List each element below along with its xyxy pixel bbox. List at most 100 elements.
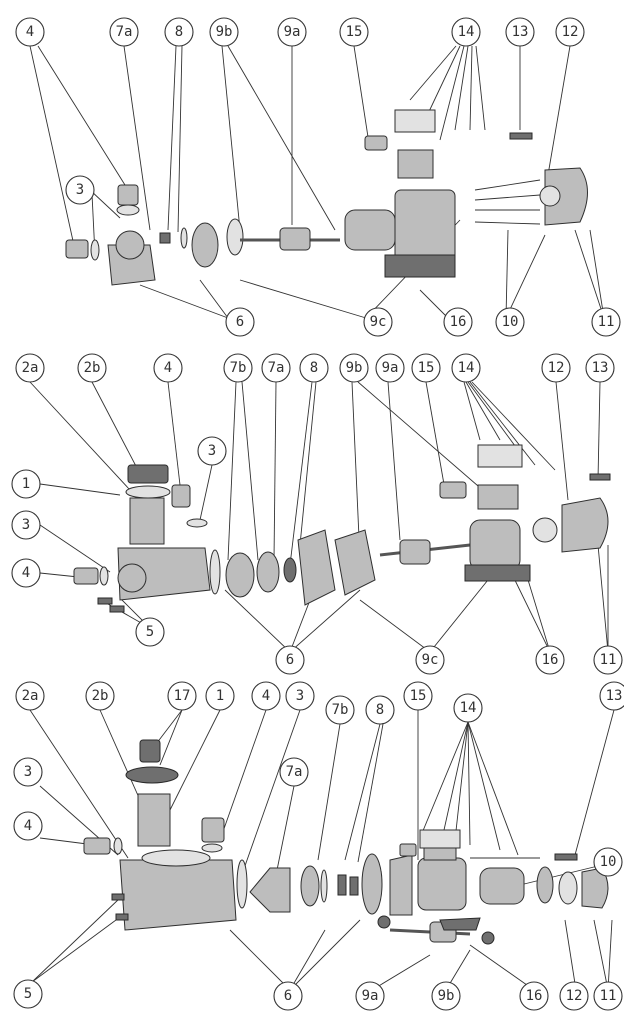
o-ring-left-mid: [99, 566, 109, 586]
o-ring-left-bottom: [113, 837, 123, 855]
callouts-top: 4 7a 8 9b 9a 15 14 13 12 3 6 9c 16 10 11: [15, 17, 621, 337]
callout-label: 11: [600, 988, 617, 1004]
callout-label: 10: [600, 854, 617, 870]
callout-circle: 7a: [279, 757, 309, 787]
callout-circle: 2a: [15, 681, 45, 711]
motor-bell: [344, 209, 396, 251]
callout-label: 8: [175, 24, 183, 40]
parts-top: [65, 109, 588, 286]
diffuser-mid: [225, 552, 255, 598]
drain-plug-1: [97, 597, 113, 605]
parts-middle: [73, 444, 611, 613]
fan-mid: [532, 517, 558, 543]
drain-plug-2: [109, 605, 125, 613]
callout-label: 2a: [22, 688, 39, 704]
callout-label: 3: [24, 764, 32, 780]
callout-circle: 9a: [355, 981, 385, 1011]
callout-circle: 5: [13, 979, 43, 1009]
callout-label: 3: [76, 182, 84, 198]
callout-circle: 8: [299, 353, 329, 383]
callout-label: 3: [22, 517, 30, 533]
callout-circle: 14: [453, 693, 483, 723]
fan-ring-bottom: [558, 871, 578, 905]
callout-label: 7a: [116, 24, 133, 40]
callout-label: 15: [410, 688, 427, 704]
callout-label: 1: [22, 476, 30, 492]
callout-label: 8: [310, 360, 318, 376]
terminal-lid-mid: [477, 444, 523, 468]
bearing-front: [377, 915, 391, 929]
screw-13: [509, 132, 533, 140]
callout-label: 5: [24, 986, 32, 1002]
callout-label: 9c: [370, 314, 387, 330]
callouts-bottom: 2a 2b 17 1 4 3 7b 8 15 14 13 7a 3 4 10 5…: [13, 681, 624, 1011]
seal-plate-bottom: [361, 853, 383, 915]
bracket-mid: [334, 529, 376, 596]
drain-plug-bottom-1: [111, 893, 125, 901]
callout-circle: 1: [11, 469, 41, 499]
terminal-lid-bottom: [419, 829, 461, 849]
callout-circle: 9b: [209, 17, 239, 47]
diffuser: [191, 222, 219, 268]
callout-circle: 3: [65, 175, 95, 205]
callout-label: 16: [450, 314, 467, 330]
callout-circle: 6: [275, 645, 305, 675]
callout-label: 11: [598, 314, 615, 330]
screw-bottom: [554, 853, 578, 861]
pump-inlet: [115, 230, 145, 260]
callouts-middle: 2a 2b 4 3 1 3 4 5 7b 7a 8 9b 9a 15 14 12…: [11, 353, 623, 675]
impeller: [256, 551, 280, 593]
callout-label: 12: [562, 24, 579, 40]
callout-circle: 10: [495, 307, 525, 337]
callout-label: 13: [592, 360, 609, 376]
bearing-rear: [481, 931, 495, 945]
callout-label: 2a: [22, 360, 39, 376]
motor-base-bottom: [439, 917, 481, 931]
seal-plate: [226, 218, 244, 256]
capacitor: [364, 135, 388, 151]
callout-label: 4: [26, 24, 34, 40]
callout-label: 4: [164, 360, 172, 376]
fan-bottom: [536, 866, 554, 904]
strainer-lid-bottom: [125, 766, 179, 784]
callout-circle: 14: [451, 17, 481, 47]
callout-label: 13: [606, 688, 623, 704]
callout-label: 14: [460, 700, 477, 716]
terminal-box-lid: [394, 109, 436, 133]
callout-label: 13: [512, 24, 529, 40]
callout-circle: 9c: [363, 307, 393, 337]
callout-label: 9c: [422, 652, 439, 668]
callout-label: 17: [174, 688, 191, 704]
callout-circle: 10: [593, 847, 623, 877]
callout-circle: 16: [535, 645, 565, 675]
callout-circle: 12: [559, 981, 589, 1011]
impeller-nut: [159, 232, 171, 244]
terminal-box: [397, 149, 434, 179]
callout-label: 4: [24, 818, 32, 834]
callout-label: 3: [208, 443, 216, 459]
fan-cover-mid: [561, 497, 609, 553]
callout-circle: 8: [365, 695, 395, 725]
lid-o-ring: [125, 485, 171, 499]
union-top: [171, 484, 191, 508]
callout-circle: 15: [339, 17, 369, 47]
callout-label: 15: [418, 360, 435, 376]
housing-o-ring-bottom: [236, 859, 248, 909]
callout-label: 9b: [438, 988, 455, 1004]
panel-top: 4 7a 8 9b 9a 15 14 13 12 3 6 9c 16 10 11: [15, 17, 621, 337]
seal-plate-mid: [297, 529, 336, 606]
screw-mid: [589, 473, 611, 481]
callout-label: 7b: [332, 702, 349, 718]
union-left: [73, 567, 99, 585]
o-ring-bottom: [320, 869, 328, 903]
callout-label: 9a: [284, 24, 301, 40]
rotor: [279, 227, 311, 251]
strainer-lid: [127, 464, 169, 484]
fan-cover: [544, 167, 588, 226]
callout-circle: 9a: [277, 17, 307, 47]
callout-label: 2b: [84, 360, 101, 376]
drain-plug-bottom-2: [115, 913, 129, 921]
bracket-bottom: [389, 854, 413, 916]
callout-label: 2b: [92, 688, 109, 704]
